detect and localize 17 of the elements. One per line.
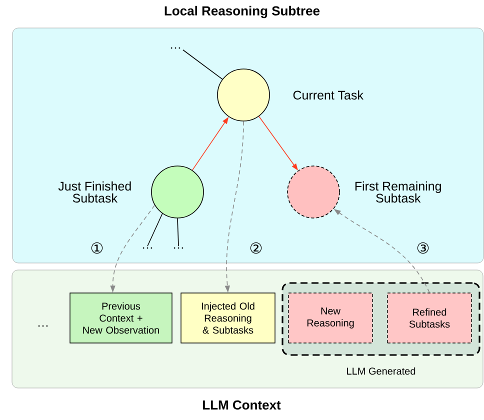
context-box: Previous Context + New Observation xyxy=(70,292,172,344)
node-label: Just Finished Subtask xyxy=(58,181,131,203)
node-label: First Remaining Subtask xyxy=(355,181,441,203)
node-label: LLM Generated xyxy=(347,367,416,375)
node-label: LLM Context xyxy=(203,400,281,410)
node-label: Current Task xyxy=(293,90,364,100)
ellipsis: … xyxy=(38,325,48,327)
context-box: Refined Subtasks xyxy=(387,292,472,344)
ellipsis: … xyxy=(174,247,184,249)
step-number: ① xyxy=(91,242,103,254)
ellipsis: … xyxy=(142,247,152,249)
node-label: Local Reasoning Subtree xyxy=(164,6,320,18)
step-number: ② xyxy=(250,242,262,254)
step-number: ③ xyxy=(417,242,429,254)
ellipsis: … xyxy=(170,47,180,49)
context-box: Injected Old Reasoning & Subtasks xyxy=(180,292,276,344)
context-box: New Reasoning xyxy=(288,292,373,344)
